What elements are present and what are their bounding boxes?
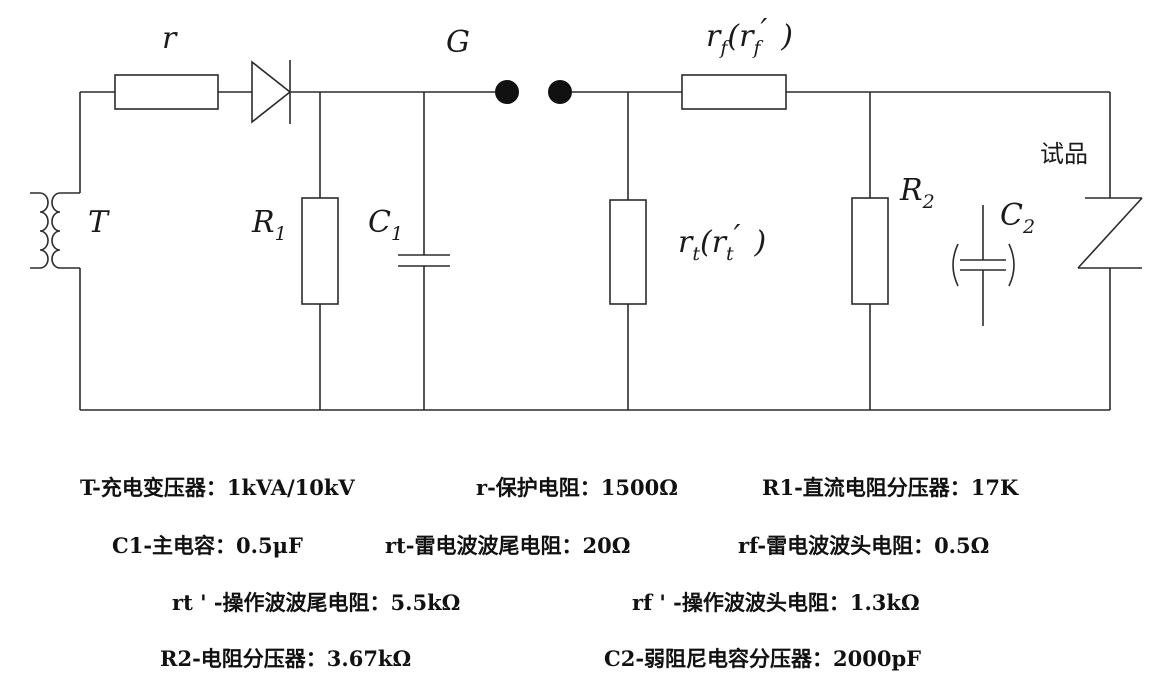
specimen-icon: [1077, 197, 1143, 269]
label-R2: R2: [899, 173, 935, 213]
resistor-R2: [851, 197, 889, 305]
label-C1: C1: [368, 205, 403, 245]
label-rf: rf(rf′): [706, 13, 793, 59]
capacitor-C2: [952, 205, 1015, 326]
label-R1: R1: [251, 205, 287, 245]
legend-r: r-保护电阻：1500Ω: [476, 475, 678, 500]
resistor-rf: [681, 74, 787, 110]
label-G: G: [446, 25, 470, 60]
legend-rf-prime: rf ' -操作波波头电阻：1.3kΩ: [632, 590, 920, 615]
label-C2: C2: [1000, 198, 1035, 238]
resistor-r: [114, 74, 219, 110]
label-T: T: [88, 205, 110, 240]
label-rt: rt(rt′): [678, 219, 766, 265]
legend-R1: R1-直流电阻分压器：17K: [762, 475, 1019, 500]
legend-rt-prime: rt ' -操作波波尾电阻：5.5kΩ: [172, 590, 461, 615]
label-r: r: [162, 21, 178, 56]
impulse-generator-circuit: r G T R1 C1 rf(rf′) rt(rt′) R2 C2 试品: [30, 13, 1143, 411]
resistor-rt: [609, 199, 647, 305]
label-specimen: 试品: [1040, 140, 1088, 168]
diode-icon: [251, 60, 292, 124]
legend-R2: R2-电阻分压器：3.67kΩ: [160, 646, 412, 671]
legend-rt: rt-雷电波波尾电阻：20Ω: [385, 533, 631, 558]
spark-gap-G: [495, 80, 572, 104]
legend-T: T-充电变压器：1kVA/10kV: [80, 475, 355, 500]
legend-C2: C2-弱阻尼电容分压器：2000pF: [604, 646, 922, 671]
resistor-R1: [301, 197, 339, 305]
legend-rf: rf-雷电波波头电阻：0.5Ω: [738, 533, 990, 558]
legend-C1: C1-主电容：0.5μF: [112, 533, 303, 558]
transformer-T: [30, 192, 80, 269]
capacitor-C1: [398, 254, 450, 267]
